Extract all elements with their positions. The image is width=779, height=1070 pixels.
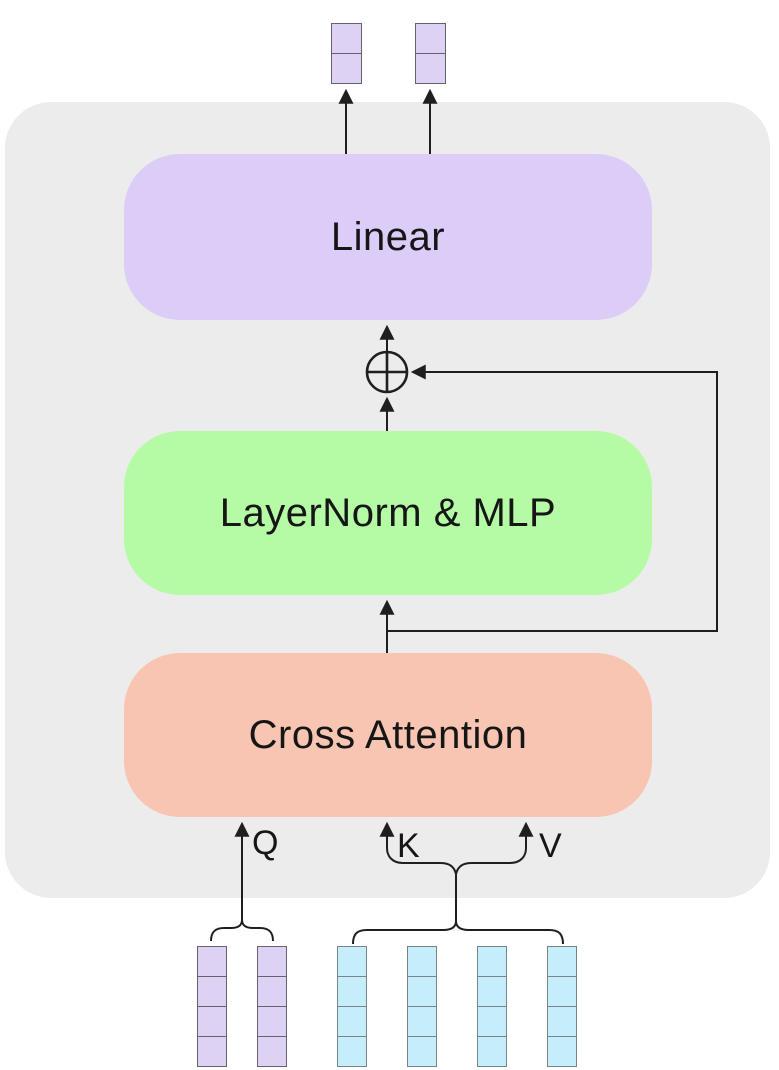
linear-block: Linear — [124, 154, 652, 320]
output-token-group — [331, 23, 446, 84]
value-label: V — [539, 827, 562, 865]
token-cell — [408, 1006, 436, 1036]
key-value-token-group — [337, 946, 577, 1067]
token-cell — [478, 1006, 506, 1036]
token-cell — [258, 1036, 286, 1066]
token-cell — [332, 24, 361, 53]
cross-attention-block: Cross Attention — [124, 653, 652, 817]
query-label: Q — [252, 824, 279, 862]
token-cell — [416, 24, 445, 53]
token-cell — [548, 947, 576, 976]
key-value-token-column — [407, 946, 437, 1067]
output-token-column — [415, 23, 446, 84]
token-cell — [338, 976, 366, 1006]
key-value-token-column — [337, 946, 367, 1067]
token-cell — [408, 976, 436, 1006]
linear-block-label: Linear — [330, 214, 446, 259]
token-cell — [478, 976, 506, 1006]
output-token-column — [331, 23, 362, 84]
token-cell — [338, 947, 366, 976]
token-cell — [332, 53, 361, 83]
token-cell — [548, 976, 576, 1006]
query-token-column — [197, 946, 227, 1067]
key-value-brace — [352, 920, 564, 945]
key-value-token-column — [547, 946, 577, 1067]
token-cell — [548, 1036, 576, 1066]
token-cell — [548, 1006, 576, 1036]
layernorm-mlp-block-label: LayerNorm & MLP — [219, 490, 557, 535]
token-cell — [198, 947, 226, 976]
token-cell — [478, 947, 506, 976]
token-cell — [258, 947, 286, 976]
token-cell — [478, 1036, 506, 1066]
token-cell — [198, 976, 226, 1006]
query-brace — [210, 919, 274, 942]
key-label: K — [397, 827, 420, 865]
token-cell — [258, 976, 286, 1006]
layernorm-mlp-block: LayerNorm & MLP — [124, 431, 652, 595]
token-cell — [258, 1006, 286, 1036]
token-cell — [338, 1006, 366, 1036]
token-cell — [198, 1006, 226, 1036]
token-cell — [416, 53, 445, 83]
key-value-token-column — [477, 946, 507, 1067]
token-cell — [338, 1036, 366, 1066]
query-token-group — [197, 946, 287, 1067]
cross-attention-block-label: Cross Attention — [248, 712, 528, 757]
token-cell — [408, 947, 436, 976]
token-cell — [198, 1036, 226, 1066]
query-token-column — [257, 946, 287, 1067]
token-cell — [408, 1036, 436, 1066]
